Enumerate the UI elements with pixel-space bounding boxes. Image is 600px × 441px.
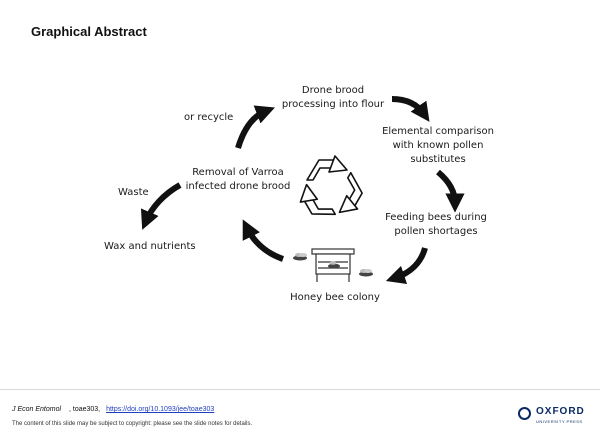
footer-divider <box>0 389 600 390</box>
arrow-colony-to-removal <box>242 219 285 262</box>
arrow-removal-to-wax <box>140 182 182 230</box>
page-title: Graphical Abstract <box>31 24 147 39</box>
publisher-subtitle: UNIVERSITY PRESS <box>536 419 583 424</box>
arrow-brood-to-elemental <box>391 96 430 122</box>
journal-name: J Econ Entomol <box>12 406 62 413</box>
bee-icon <box>293 253 307 261</box>
node-wax-nutrients: Wax and nutrients <box>104 241 196 252</box>
node-removal-varroa: Removal of Varroa infected drone brood <box>185 167 291 192</box>
arrow-recycle-to-brood <box>235 105 275 149</box>
bee-icon <box>359 269 373 277</box>
arrow-feeding-to-colony <box>385 247 428 285</box>
citation: J Econ Entomol , toae303, https://doi.or… <box>12 406 214 413</box>
publisher-name: OXFORD <box>536 406 585 417</box>
node-feeding-bees: Feeding bees during pollen shortages <box>385 212 487 237</box>
arrow-elemental-to-feeding <box>436 169 465 213</box>
doi-link[interactable]: https://doi.org/10.1093/jee/toae303 <box>106 406 215 413</box>
oxford-logo[interactable]: OXFORD UNIVERSITY PRESS <box>518 406 592 428</box>
node-waste: Waste <box>118 187 149 198</box>
node-or-recycle: or recycle <box>184 112 234 123</box>
bee-icon <box>328 261 340 269</box>
node-elemental-comparison: Elemental comparison with known pollen s… <box>382 126 494 165</box>
node-drone-brood: Drone brood processing into flour <box>281 85 385 110</box>
oxford-ring-icon <box>518 407 531 420</box>
copyright-note: The content of this slide may be subject… <box>12 421 253 427</box>
node-honey-bee-colony: Honey bee colony <box>290 292 380 303</box>
article-ref: , toae303, <box>68 406 101 413</box>
recycle-icon <box>299 155 363 216</box>
